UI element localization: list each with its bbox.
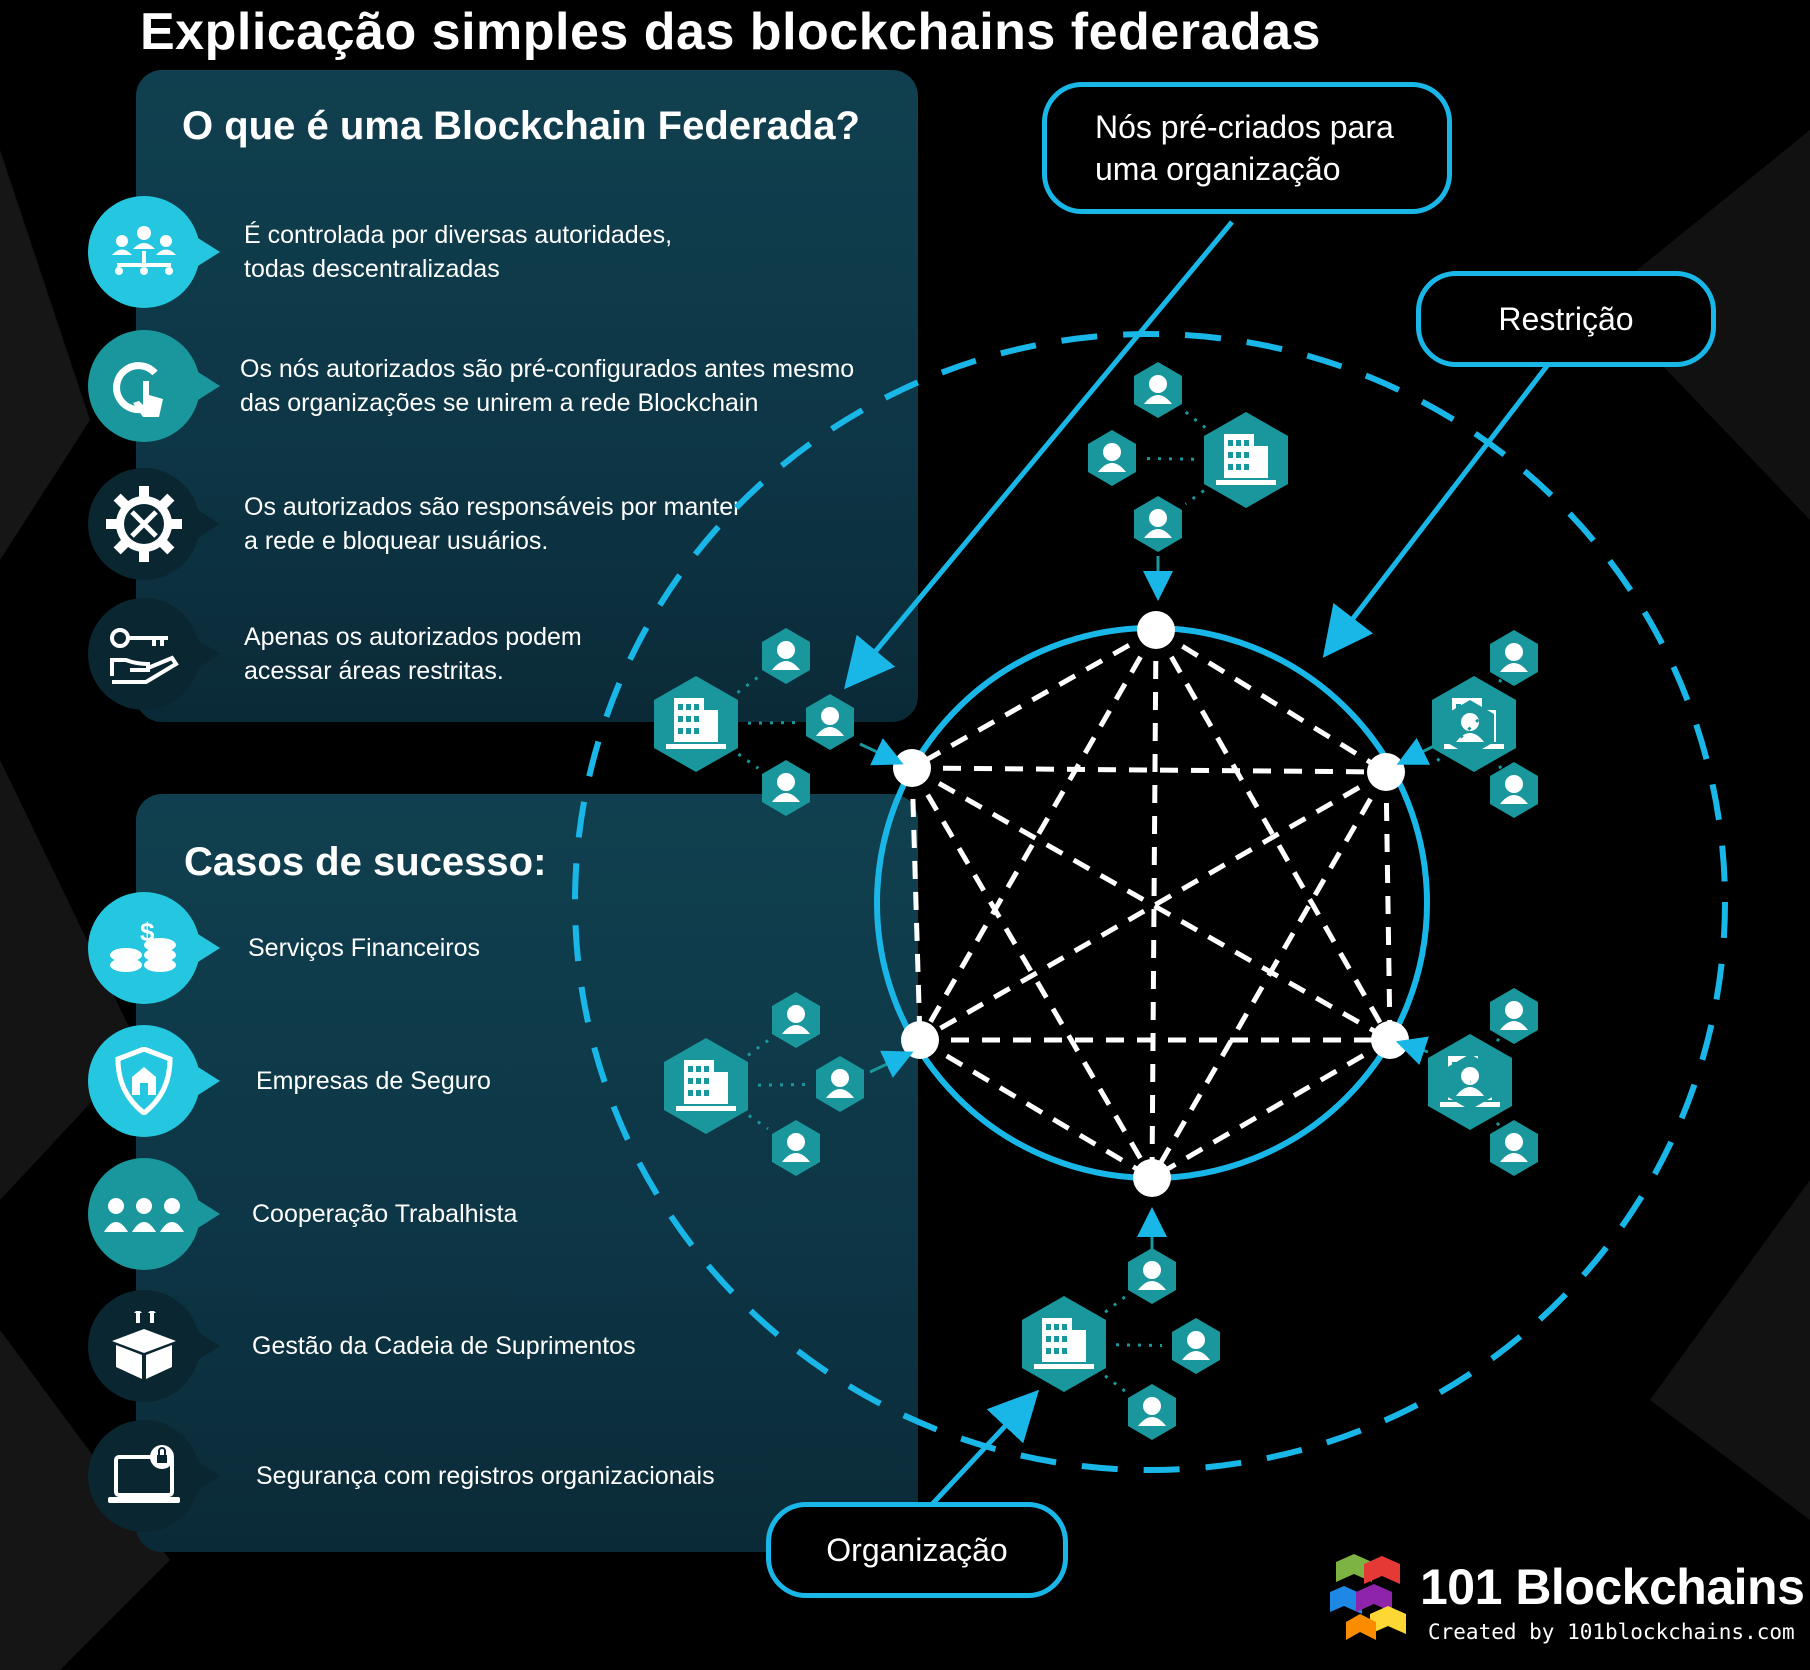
what-is-item: Os autorizados são responsáveis por mant… xyxy=(88,468,744,580)
success-case-item: $ Serviços Financeiros xyxy=(88,892,480,1004)
workers-icon xyxy=(88,1158,220,1270)
success-case-text: Serviços Financeiros xyxy=(248,934,481,962)
gear-tools-icon xyxy=(88,468,220,580)
key-hand-icon xyxy=(88,598,220,710)
what-is-heading: O que é uma Blockchain Federada? xyxy=(182,104,860,148)
callout-precreated-text: Nós pré-criados para uma organização xyxy=(1095,109,1394,187)
success-case-text: Empresas de Seguro xyxy=(256,1067,491,1095)
shield-house-icon xyxy=(88,1025,220,1137)
brand-name: 101 Blockchains xyxy=(1420,1559,1805,1615)
brand-logo: 101 Blockchains Created by 101blockchain… xyxy=(1330,1550,1805,1650)
success-case-text: Segurança com registros organizacionais xyxy=(256,1462,715,1490)
what-is-item: É controlada por diversas autoridades, t… xyxy=(88,196,674,308)
what-is-item-text: Os nós autorizados são pré-configurados … xyxy=(240,355,855,417)
success-cases-heading: Casos de sucesso: xyxy=(184,840,547,884)
what-is-item-text: Apenas os autorizados podem acessar área… xyxy=(244,623,582,685)
touch-click-icon xyxy=(88,330,220,442)
what-is-item: Os nós autorizados são pré-configurados … xyxy=(88,330,900,442)
svg-text:$: $ xyxy=(140,921,155,947)
callout-restriction-text: Restrição xyxy=(1498,300,1634,337)
success-case-item: Gestão da Cadeia de Suprimentos xyxy=(88,1290,636,1402)
what-is-item-text: É controlada por diversas autoridades, t… xyxy=(244,221,673,283)
page-title: Explicação simples das blockchains feder… xyxy=(140,3,1321,61)
brand-credit: Created by 101blockchains.com xyxy=(1428,1620,1795,1644)
callout-organization-text: Organização xyxy=(826,1531,1008,1568)
success-case-item: Empresas de Seguro xyxy=(88,1025,491,1137)
success-case-text: Cooperação Trabalhista xyxy=(252,1200,518,1228)
box-icon xyxy=(88,1290,220,1402)
callout-organization: Organização xyxy=(766,1502,1068,1598)
what-is-item-text: Os autorizados são responsáveis por mant… xyxy=(244,493,742,555)
success-case-item: Cooperação Trabalhista xyxy=(88,1158,517,1270)
coins-dollar-icon: $ xyxy=(88,892,220,1004)
success-case-text: Gestão da Cadeia de Suprimentos xyxy=(252,1332,636,1360)
laptop-lock-icon xyxy=(88,1420,220,1532)
callout-precreated-nodes: Nós pré-criados para uma organização xyxy=(1042,82,1452,214)
success-case-item: Segurança com registros organizacionais xyxy=(88,1420,715,1532)
cubes-logo-icon xyxy=(1330,1554,1406,1640)
callout-restriction: Restrição xyxy=(1416,271,1716,367)
what-is-item: Apenas os autorizados podem acessar área… xyxy=(88,598,644,710)
people-network-icon xyxy=(88,196,220,308)
